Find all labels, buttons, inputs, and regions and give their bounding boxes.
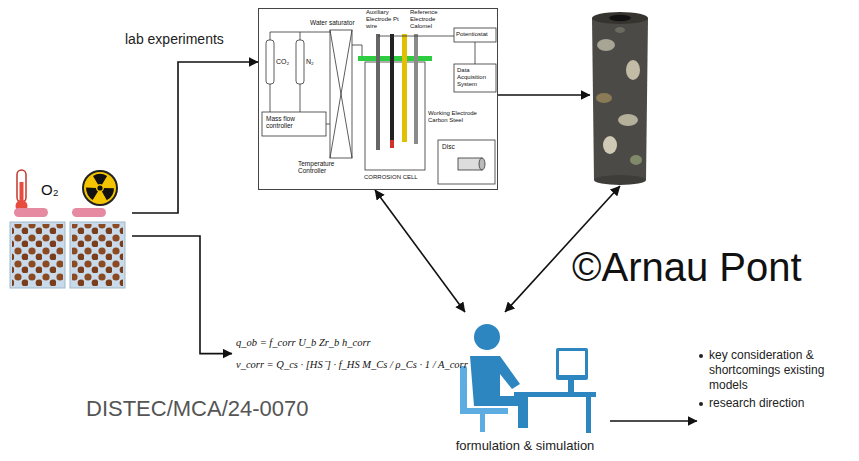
simulation-node: formulation & simulation bbox=[440, 312, 610, 455]
conditions-node: O₂ bbox=[5, 165, 132, 292]
monitor bbox=[556, 348, 588, 380]
watermark: ©Arnau Pont bbox=[572, 244, 802, 290]
thermometer-tube bbox=[17, 170, 26, 202]
sample-photo-node bbox=[590, 8, 652, 186]
clay-pebbles bbox=[12, 224, 63, 286]
radiation-trefoil bbox=[88, 176, 113, 201]
cell-lid bbox=[358, 56, 432, 61]
mottle bbox=[603, 136, 617, 154]
document-number: DISTEC/MCA/24-0070 bbox=[86, 396, 309, 421]
part-label: Working Electrode Carbon Steel bbox=[428, 110, 494, 124]
cylinder-body bbox=[592, 18, 648, 180]
electrode bbox=[414, 34, 418, 144]
cylinder-bore bbox=[609, 15, 631, 21]
signal-wire bbox=[378, 36, 454, 37]
monitor-stand bbox=[568, 380, 574, 392]
clay-box bbox=[10, 222, 65, 288]
part-label: Disc bbox=[442, 143, 455, 150]
person-at-computer-icon bbox=[460, 324, 596, 433]
part-label: Data Acquisition System bbox=[457, 67, 495, 88]
sample-cylinder bbox=[592, 12, 648, 185]
bullet-item: research direction bbox=[709, 396, 804, 410]
flow-arrow bbox=[132, 236, 232, 354]
saturator-column bbox=[330, 30, 352, 158]
bullet-dot bbox=[699, 402, 703, 406]
radiation-center bbox=[97, 185, 102, 190]
gas-cylinder bbox=[266, 40, 274, 84]
signal-wire bbox=[475, 42, 476, 64]
part-label: Reference Electrode Calomel bbox=[410, 9, 452, 30]
part-label: Mass flow controller bbox=[266, 115, 322, 130]
section-heading: lab experiments bbox=[125, 31, 224, 47]
equation: v_corr = Q_cs · [HS⁻] · f_HS M_Cs / ρ_Cs… bbox=[236, 358, 468, 372]
disc-face bbox=[479, 158, 485, 170]
saturator-cross bbox=[330, 30, 352, 158]
gas-line bbox=[270, 32, 330, 40]
desk-leg bbox=[586, 397, 591, 433]
desk-top bbox=[514, 392, 596, 397]
bullet-item: key consideration & shortcomings existin… bbox=[709, 348, 824, 392]
flow-arrow bbox=[498, 94, 590, 96]
flow-controller-box bbox=[262, 112, 326, 136]
cylinder-top bbox=[592, 12, 648, 24]
gas-line bbox=[352, 45, 362, 56]
conditions-icon bbox=[10, 170, 125, 288]
radiation-disc bbox=[83, 171, 117, 205]
clay-box bbox=[70, 222, 125, 288]
flow-arrow bbox=[375, 190, 465, 312]
clay-pebbles bbox=[72, 224, 123, 286]
condition-label: O₂ bbox=[41, 181, 59, 198]
monitor-screen bbox=[559, 351, 585, 375]
caption-text: formulation & simulation bbox=[440, 439, 610, 454]
equation: q_ob = f_corr U_b Zr_b h_corr bbox=[236, 336, 468, 350]
mottle bbox=[618, 114, 638, 126]
gas-line bbox=[326, 124, 330, 125]
cylinder-bottom bbox=[594, 175, 646, 185]
flow-arrow bbox=[132, 62, 258, 213]
canister bbox=[72, 208, 106, 217]
thermometer-fill bbox=[20, 182, 24, 202]
canister bbox=[14, 208, 48, 217]
bullet-dot bbox=[699, 354, 703, 358]
disc-body bbox=[458, 158, 482, 170]
gas-line bbox=[300, 84, 301, 112]
equation-node: q_ob = f_corr U_b Zr_b h_corr v_corr = Q_… bbox=[232, 333, 472, 374]
potentiostat-box bbox=[454, 28, 496, 42]
part-label: CORROSION CELL bbox=[364, 174, 418, 181]
mottle bbox=[626, 60, 640, 80]
mottle bbox=[597, 39, 615, 51]
part-label: N₂ bbox=[306, 58, 314, 66]
gas-cylinder bbox=[296, 40, 304, 84]
flow-arrow bbox=[610, 420, 697, 422]
list-item: key consideration & shortcomings existin… bbox=[697, 348, 855, 393]
part-label: Potentiostat bbox=[456, 31, 488, 38]
electrode bbox=[402, 34, 407, 142]
part-label: CO₂ bbox=[276, 58, 289, 66]
chair-back bbox=[460, 366, 467, 414]
electrode-tip bbox=[390, 140, 394, 148]
part-label: Auxiliary Electrode Pt wire bbox=[366, 9, 406, 30]
gas-line bbox=[270, 84, 271, 112]
part-label: Water saturator bbox=[310, 19, 355, 26]
list-item: research direction bbox=[697, 396, 855, 411]
mottle bbox=[630, 155, 642, 165]
saturator-cross bbox=[330, 30, 352, 158]
electrode bbox=[376, 34, 380, 150]
part-label: Temperature Controller bbox=[298, 160, 344, 175]
disc-inset bbox=[438, 140, 495, 184]
corrosion-cell-schematic bbox=[262, 28, 496, 184]
head bbox=[474, 324, 500, 350]
gas-line bbox=[300, 32, 301, 40]
outcome-list-node: key consideration & shortcomings existin… bbox=[697, 348, 855, 414]
electrode bbox=[390, 34, 394, 146]
mottle bbox=[615, 27, 625, 33]
mottle bbox=[596, 93, 612, 103]
chair-leg bbox=[480, 414, 485, 432]
chair-seat bbox=[460, 408, 508, 414]
daq-box bbox=[454, 64, 496, 92]
